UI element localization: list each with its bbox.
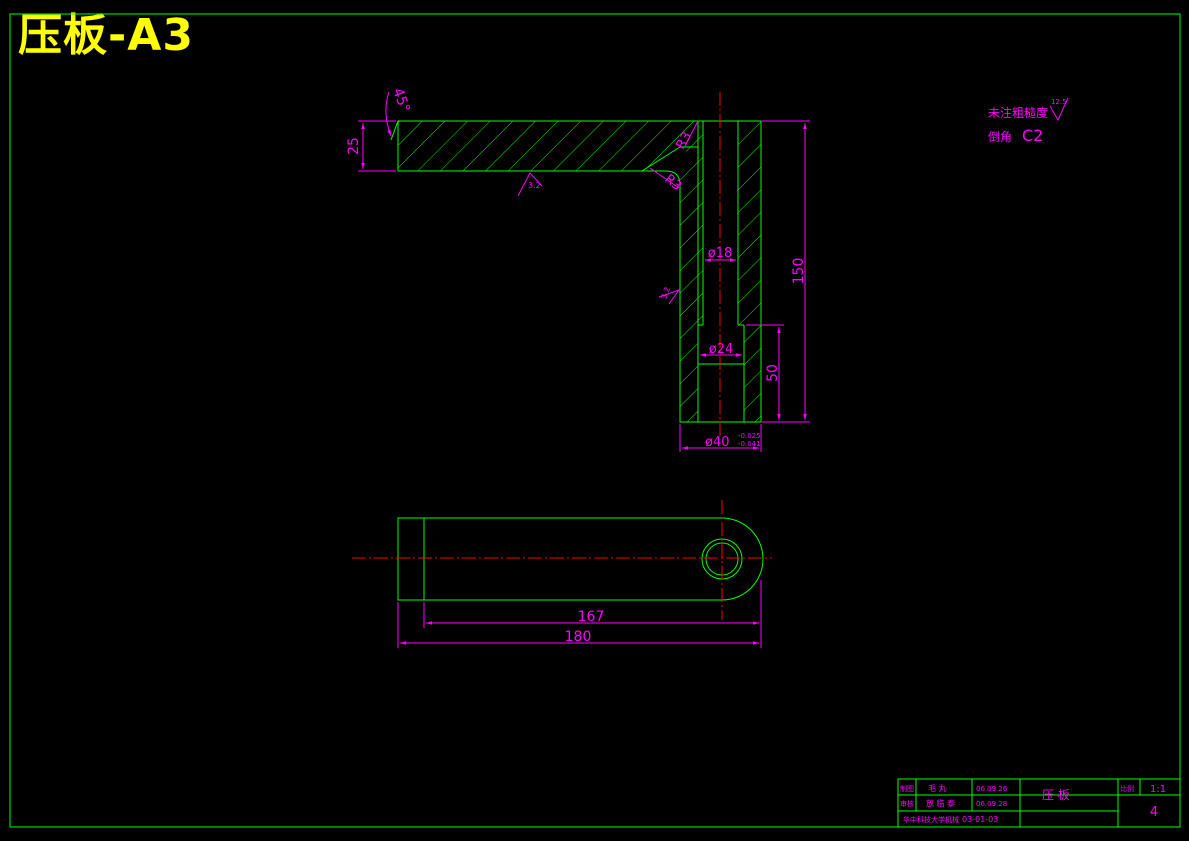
tb-checked-label: 审核 — [900, 799, 914, 808]
roughness-1: 3.2 — [528, 181, 541, 190]
tb-scale-label: 比例 — [1120, 784, 1134, 793]
section-view — [390, 92, 762, 440]
dim-counterbore-depth: 50 — [765, 364, 781, 382]
tb-checked-name: 放 临 泰 — [926, 798, 955, 808]
tb-drawn-date: 06.09.26 — [976, 785, 1008, 793]
drawing-title: 压板-A3 — [18, 10, 194, 61]
dim-radius-1: R3 — [673, 130, 695, 152]
dim-bore-large: ø24 — [709, 342, 734, 357]
technical-notes: 未注粗糙度 12.5 倒角 C2 — [988, 97, 1069, 145]
dim-shaft-dia: ø40 — [705, 435, 730, 450]
section-dimensions: 25 45° R3 R3 3.2 3.2 150 50 ø18 ø24 ø40 — [346, 86, 810, 452]
roughness-2: 3.2 — [659, 286, 672, 301]
dim-thickness: 25 — [346, 137, 362, 155]
tb-sheet-number: 4 — [1150, 805, 1158, 820]
tb-scale-value: 1:1 — [1150, 784, 1166, 795]
chamfer-note-label: 倒角 — [988, 130, 1012, 144]
top-dimensions: 167 180 — [397, 580, 762, 648]
tb-part-name: 压 板 — [1042, 788, 1070, 802]
dim-shaft-tol-upper: -0.025 — [738, 432, 761, 440]
tb-drawn-label: 制图 — [900, 784, 914, 793]
tb-drawing-no: 03-01-03 — [962, 815, 998, 824]
arm-outline — [397, 120, 762, 423]
left-wall-hatch — [680, 121, 703, 422]
dim-shaft-tol-lower: -0.041 — [738, 440, 761, 448]
tb-drawn-name: 毛 丸 — [928, 783, 947, 793]
dim-angle: 45° — [389, 86, 413, 115]
right-wall-hatch — [738, 121, 761, 422]
dim-bore-small: ø18 — [708, 246, 733, 261]
dim-length-inner: 167 — [578, 609, 605, 625]
tb-checked-date: 06.09.28 — [976, 800, 1007, 808]
title-block: 制图 毛 丸 06.09.26 审核 放 临 泰 06.09.28 压 板 比例… — [897, 778, 1181, 828]
roughness-note-label: 未注粗糙度 — [988, 105, 1048, 120]
dim-height: 150 — [791, 258, 807, 285]
top-outline — [397, 517, 764, 601]
top-view — [352, 500, 772, 620]
roughness-note-value: 12.5 — [1051, 98, 1067, 106]
dim-length-total: 180 — [565, 629, 592, 645]
chamfer-note-value: C2 — [1022, 126, 1043, 145]
arm-hatch — [398, 121, 698, 171]
sheet-border — [9, 13, 1181, 828]
tb-school: 华中科技大学机械 — [903, 815, 959, 824]
